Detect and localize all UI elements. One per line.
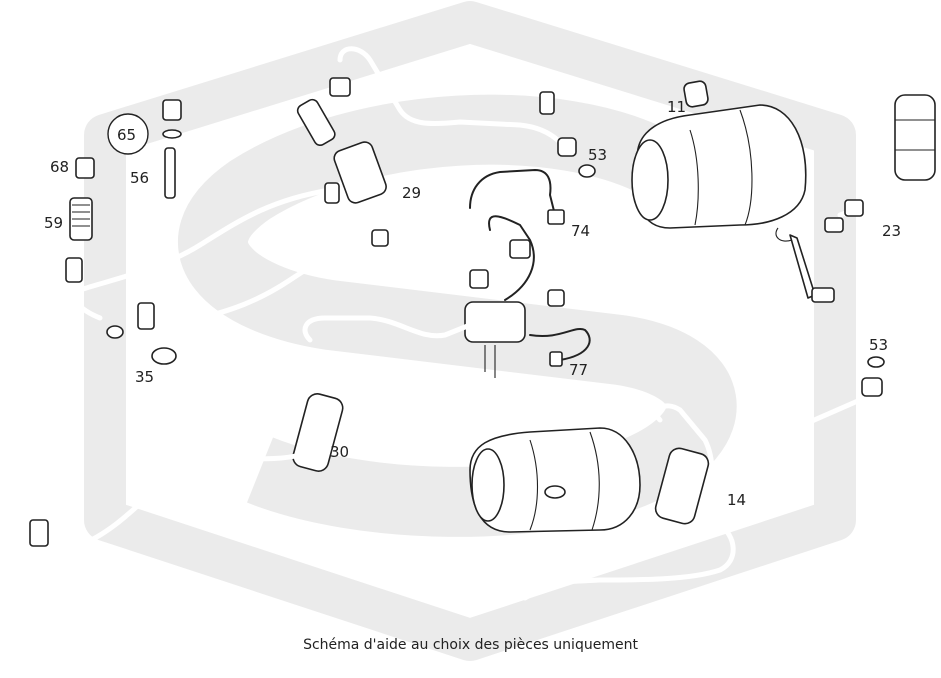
callout-65: 65 [117,126,136,144]
callout-53-right: 53 [869,336,888,354]
small-parts-left [69,99,182,241]
callout-labels: 11 14 23 29 30 35 53 53 56 59 65 68 74 7… [44,98,901,509]
callout-circle-65 [107,113,149,155]
callout-29: 29 [402,184,421,202]
hose-14 [469,356,885,601]
diagram-caption: Schéma d'aide au choix des pièces unique… [303,637,638,653]
callout-14: 14 [727,491,746,509]
callout-11: 11 [667,98,686,116]
callout-30: 30 [330,443,349,461]
callout-68: 68 [50,158,69,176]
hose-35 [65,229,389,365]
callout-74: 74 [571,222,590,240]
callout-77: 77 [569,361,588,379]
callout-56: 56 [130,169,149,187]
hose-23 [824,88,936,233]
valve-assembly-74-77 [464,169,591,378]
callout-35: 35 [135,368,154,386]
callout-53-top: 53 [588,146,607,164]
compressor-top [631,80,835,303]
hose-30 [29,315,473,550]
hose-29 [77,46,577,293]
callout-23: 23 [882,222,901,240]
washer-53-top [578,164,596,178]
callout-59: 59 [44,214,63,232]
